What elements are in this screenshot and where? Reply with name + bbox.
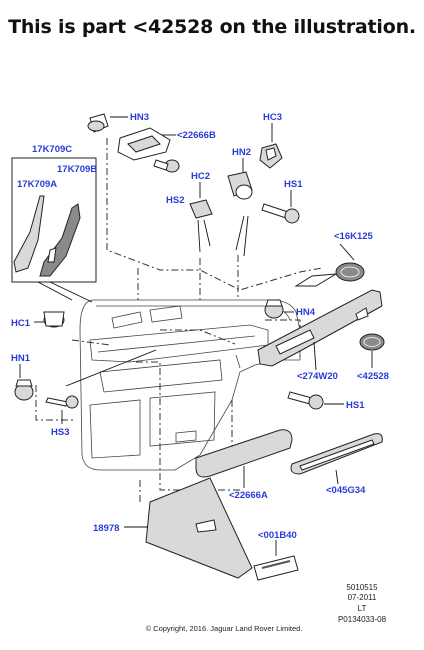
trim-strip-045g34	[290, 433, 383, 475]
diagram-side: LT	[358, 604, 367, 613]
clip-hc3	[259, 143, 283, 169]
inset-box-17k709	[11, 157, 97, 303]
lower-panel-18978	[145, 477, 253, 579]
nut-hn1	[14, 379, 34, 401]
badge-42528	[359, 333, 385, 351]
label-42528: <42528	[357, 371, 389, 382]
badge-001b40	[253, 555, 299, 581]
screw-hs3	[45, 395, 79, 409]
clip-hc2	[189, 199, 213, 219]
label-hn4: HN4	[296, 307, 316, 318]
label-hs1-mid: HS1	[346, 400, 365, 411]
label-hn2: HN2	[232, 147, 251, 158]
label-hn3: HN3	[130, 112, 149, 123]
screw-hs1-mid	[287, 391, 324, 410]
copyright-notice: © Copyright, 2016. Jaguar Land Rover Lim…	[146, 624, 303, 633]
label-hs1-top: HS1	[284, 179, 303, 190]
label-18978: 18978	[93, 523, 119, 534]
label-001b40: <001B40	[258, 530, 297, 541]
screw-hs1-top	[261, 203, 300, 224]
label-hc1: HC1	[11, 318, 31, 329]
diagram-code: 5010515	[346, 583, 378, 592]
page-heading: This is part <42528 on the illustration.	[8, 16, 416, 38]
badge-16k125	[335, 262, 365, 282]
handle-bezel-22666b	[117, 127, 171, 161]
label-hs3: HS3	[51, 427, 69, 438]
label-17k709b: 17K709B	[57, 164, 97, 175]
label-274w20: <274W20	[297, 371, 338, 382]
clip-hn3	[87, 113, 109, 133]
diagram-date: 07-2011	[348, 593, 377, 602]
label-17k709a: 17K709A	[17, 179, 57, 190]
label-22666a: <22666A	[229, 490, 268, 501]
screw-hs2	[153, 159, 180, 173]
label-16k125: <16K125	[334, 231, 374, 242]
label-hn1: HN1	[11, 353, 31, 364]
armrest-22666a	[195, 429, 293, 478]
nut-hn2	[227, 171, 253, 200]
clip-hc1	[43, 311, 65, 328]
label-17k709c: 17K709C	[32, 144, 72, 155]
nut-hn4	[264, 299, 284, 319]
label-hc2: HC2	[191, 171, 210, 182]
label-hs2: HS2	[166, 195, 184, 206]
diagram-ref: P0134033-08	[338, 615, 387, 624]
label-22666b: <22666B	[177, 130, 216, 141]
label-hc3: HC3	[263, 112, 282, 123]
armrest-panel-274w20	[257, 289, 383, 367]
label-045g34: <045G34	[326, 485, 366, 496]
